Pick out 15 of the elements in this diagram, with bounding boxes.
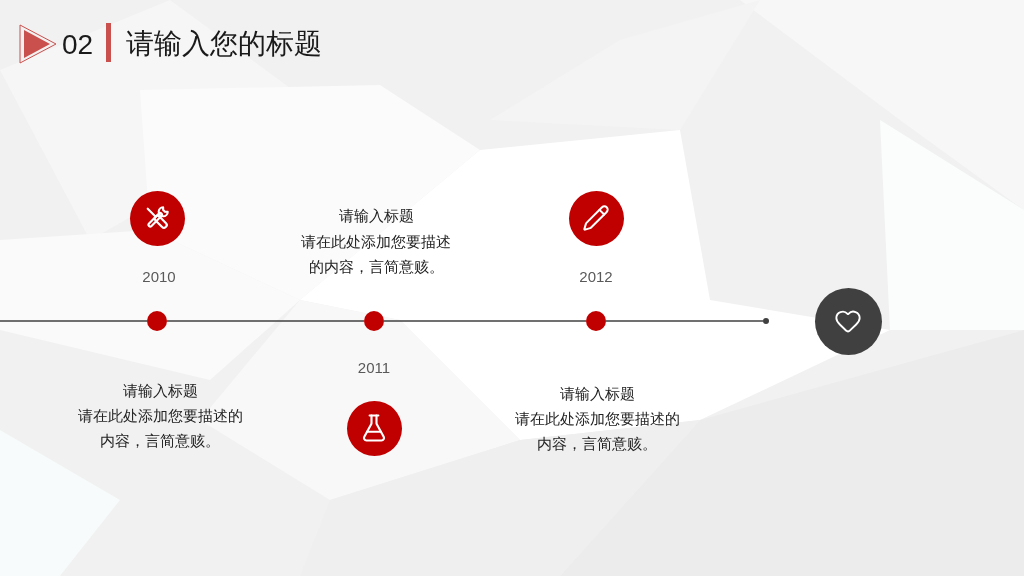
event-title: 请输入标题 xyxy=(121,381,199,401)
year-label: 2012 xyxy=(579,267,613,287)
slide-title: 请输入您的标题 xyxy=(126,27,322,61)
timeline-line xyxy=(166,320,365,322)
event-description: 请在此处添加您要描述的内容，言简意赅。 xyxy=(76,406,244,451)
timeline-line xyxy=(0,320,148,322)
year-label: 2010 xyxy=(142,267,176,287)
event-title: 请输入标题 xyxy=(558,384,636,404)
event-description: 请在此处添加您要描述的内容，言简意赅。 xyxy=(300,232,452,277)
section-number: 02 xyxy=(62,28,94,62)
timeline-line xyxy=(383,320,587,322)
event-title: 请输入标题 xyxy=(337,206,415,226)
year-label: 2011 xyxy=(357,358,391,378)
event-description: 请在此处添加您要描述的内容，言简意赅。 xyxy=(513,409,681,454)
timeline-line xyxy=(605,320,764,322)
